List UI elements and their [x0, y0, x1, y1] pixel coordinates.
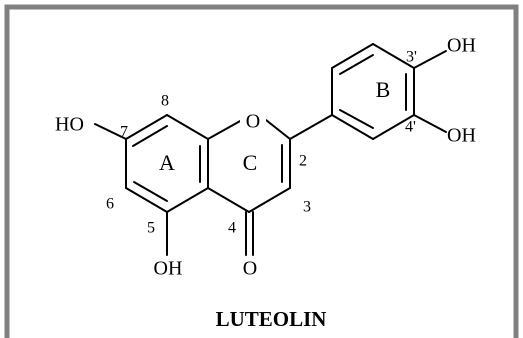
ring-b-label: B: [376, 77, 391, 102]
ring-c-bonds: [207, 119, 291, 213]
bond-c7-oh: [94, 123, 127, 140]
bond-c4a-c5: [166, 187, 209, 213]
ring-oxygen-bg: [240, 110, 266, 134]
oh-7-label: HO: [55, 114, 84, 136]
position-4-prime: 4': [405, 119, 416, 136]
bond-c4p-c5p: [372, 114, 415, 140]
bond-c5-c6-inner: [133, 181, 168, 202]
position-4: 4: [228, 220, 236, 237]
bond-c8-c8a: [166, 114, 209, 140]
position-6: 6: [106, 196, 114, 213]
oh-5-label: OH: [154, 258, 183, 280]
bond-c4-c4a: [207, 187, 250, 213]
bond-c2-c1p: [289, 114, 333, 140]
bond-c7-c8: [125, 114, 168, 140]
frame-border: [4, 4, 519, 338]
bond-c2p-c3p-top: [331, 43, 374, 69]
bond-c3p-c4p-top: [372, 43, 415, 69]
position-7: 7: [120, 124, 128, 141]
bond-ringb-inner-3: [339, 109, 374, 129]
bond-c5-c6: [125, 187, 168, 213]
ring-a-label: A: [159, 150, 175, 175]
position-5: 5: [147, 220, 155, 237]
bond-c3-c4: [248, 187, 291, 213]
bond-c8a-o1: [207, 119, 243, 140]
position-3-prime: 3': [406, 49, 417, 66]
bond-c5p-c1p: [331, 114, 374, 140]
position-2: 2: [299, 153, 307, 170]
position-3: 3: [303, 199, 311, 216]
bond-o1-c2: [265, 119, 291, 140]
bond-ringb-inner-1: [339, 54, 374, 75]
ring-a-bonds: [125, 114, 209, 213]
compound-name: LUTEOLIN: [216, 307, 327, 331]
position-8: 8: [161, 93, 169, 110]
ring-oxygen-label: O: [246, 111, 260, 133]
ring-b-bonds: [331, 43, 415, 140]
oh-3p-label: OH: [447, 35, 476, 57]
carbonyl-oxygen-label: O: [243, 258, 257, 280]
bond-c3p-oh: [413, 50, 447, 69]
oh-4p-label: OH: [447, 125, 476, 147]
bond-c4p-oh: [413, 114, 447, 133]
bond-c7-c8-inner: [132, 125, 168, 147]
ring-c-label: C: [243, 150, 258, 175]
